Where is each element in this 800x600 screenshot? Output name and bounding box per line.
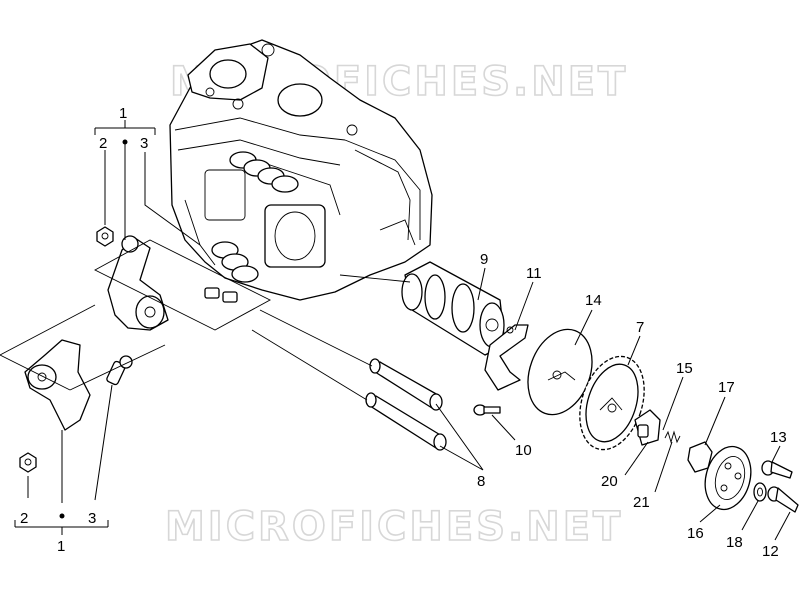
- callout-12: 12: [762, 543, 779, 560]
- rocker-arm-upper: [107, 235, 169, 331]
- callout-18: 18: [726, 534, 743, 551]
- rocker-shaft-lower: [365, 392, 447, 451]
- callout-2-top: 2: [99, 135, 107, 152]
- callout-17: 17: [718, 379, 735, 396]
- cover-16: [704, 445, 752, 511]
- callout-20: 20: [601, 473, 618, 490]
- camshaft: [401, 261, 506, 356]
- rocker-arm-lower: [24, 339, 91, 431]
- bracket-dot-top: [122, 139, 128, 145]
- callout-21: 21: [633, 494, 650, 511]
- rocker-nut-upper: [96, 226, 114, 247]
- bracket-dot-bottom: [59, 513, 65, 519]
- sprocket-7: [579, 355, 645, 451]
- spring-21: [664, 430, 681, 444]
- bolt-13: [761, 460, 793, 479]
- callout-14: 14: [585, 292, 602, 309]
- callout-2-bottom: 2: [20, 510, 28, 527]
- bolt-10: [473, 404, 501, 416]
- callout-9: 9: [480, 251, 488, 268]
- callout-3-top: 3: [140, 135, 148, 152]
- decompressor-weight: [634, 409, 661, 446]
- callout-16: 16: [687, 525, 704, 542]
- leader-lines: [14, 120, 791, 541]
- callout-13: 13: [770, 429, 787, 446]
- callout-3-bottom: 3: [88, 510, 96, 527]
- callout-1-bottom: 1: [57, 538, 65, 555]
- callout-7: 7: [636, 319, 644, 336]
- watermark-bottom: MICROFICHES.NET: [165, 504, 623, 550]
- callout-1-top: 1: [119, 105, 127, 122]
- washer-18: [753, 482, 767, 502]
- callout-15: 15: [676, 360, 693, 377]
- callout-8: 8: [477, 473, 485, 490]
- rocker-nut-lower: [19, 452, 37, 473]
- callout-10: 10: [515, 442, 532, 459]
- retaining-plate: [484, 324, 529, 391]
- rocker-shaft-upper: [369, 358, 443, 411]
- disc-14: [527, 328, 593, 416]
- bolt-12: [767, 486, 799, 513]
- cylinder-head: [169, 39, 433, 303]
- callout-11: 11: [526, 265, 542, 282]
